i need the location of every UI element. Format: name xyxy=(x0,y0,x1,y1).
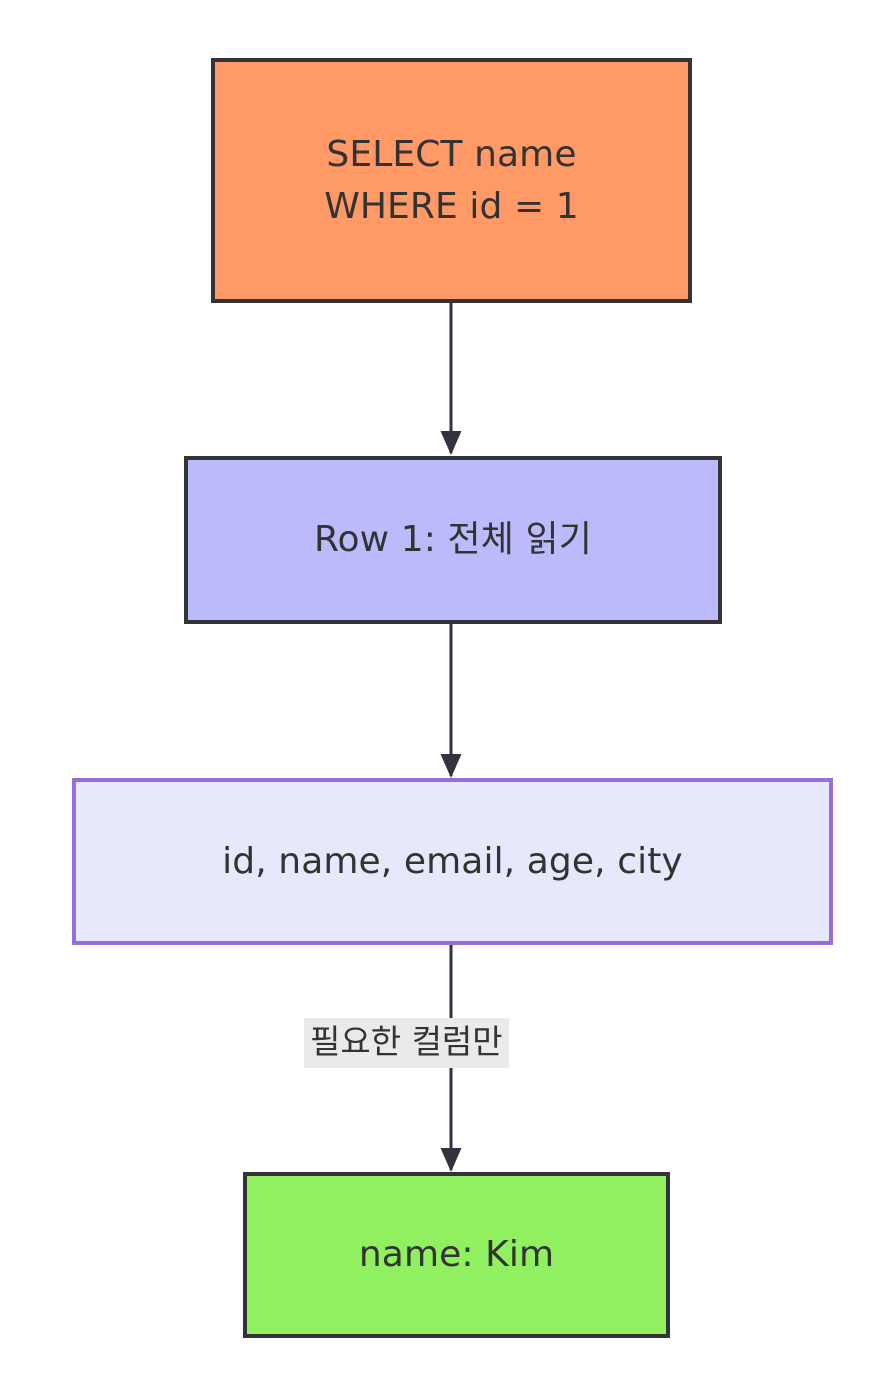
node-row-read[interactable]: Row 1: 전체 읽기 xyxy=(184,456,722,624)
edge-label-columns-to-result: 필요한 컬럼만 xyxy=(304,1018,509,1068)
node-columns-list[interactable]: id, name, email, age, city xyxy=(72,778,833,945)
node-query-line-2: WHERE id = 1 xyxy=(324,185,579,227)
node-columns-list-label: id, name, email, age, city xyxy=(222,840,683,882)
node-query-line-1: SELECT name xyxy=(326,134,577,176)
node-result-label: name: Kim xyxy=(358,1234,555,1276)
node-row-read-label: Row 1: 전체 읽기 xyxy=(314,519,592,561)
node-select-query[interactable]: SELECT name WHERE id = 1 xyxy=(211,58,692,303)
node-result[interactable]: name: Kim xyxy=(243,1172,670,1338)
